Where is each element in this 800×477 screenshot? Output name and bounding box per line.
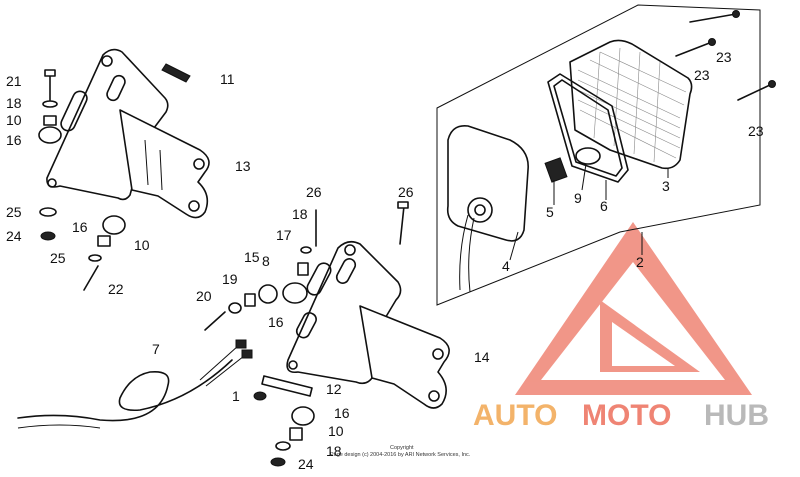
callout-19: 19 <box>222 271 238 287</box>
callout-16: 16 <box>6 132 22 148</box>
callout-16: 16 <box>334 405 350 421</box>
callout-16: 16 <box>268 314 284 330</box>
callout-5: 5 <box>546 204 554 220</box>
copyright-line-1: Copyright <box>390 445 414 451</box>
callout-3: 3 <box>662 178 670 194</box>
callout-16: 16 <box>72 219 88 235</box>
callout-25: 25 <box>50 250 66 266</box>
callout-6: 6 <box>600 198 608 214</box>
callout-18: 18 <box>326 443 342 459</box>
callout-23: 23 <box>694 67 710 83</box>
callout-4: 4 <box>502 258 510 274</box>
callout-26: 26 <box>398 184 414 200</box>
callout-11: 11 <box>220 71 235 87</box>
rear-fender-bracket-13 <box>46 48 210 219</box>
callout-25: 25 <box>6 204 22 220</box>
callout-13: 13 <box>235 158 251 174</box>
callout-24: 24 <box>298 456 314 472</box>
callout-17: 17 <box>276 227 292 243</box>
callout-23: 23 <box>748 123 764 139</box>
wire-harness-7 <box>17 339 253 429</box>
callout-24: 24 <box>6 228 22 244</box>
callout-21: 21 <box>6 73 22 89</box>
callout-20: 20 <box>196 288 212 304</box>
callout-22: 22 <box>108 281 124 297</box>
callout-2: 2 <box>636 254 644 270</box>
callout-18: 18 <box>6 95 22 111</box>
callout-8: 8 <box>262 253 270 269</box>
callout-7: 7 <box>152 341 160 357</box>
brand-word-auto: AUTO <box>473 399 557 432</box>
callout-labels: 21 18 10 16 11 13 25 24 16 10 25 22 26 1… <box>6 49 764 472</box>
automotohub-logo-mark <box>515 222 752 395</box>
callout-18: 18 <box>292 206 308 222</box>
callout-10: 10 <box>134 237 150 253</box>
callout-26: 26 <box>306 184 322 200</box>
brand-word-hub: HUB <box>704 399 769 432</box>
callout-10: 10 <box>328 423 344 439</box>
rear-fender-bracket-14 <box>286 240 450 409</box>
hardware-parts <box>38 63 409 467</box>
copyright-line-2: Page design (c) 2004-2016 by ARI Network… <box>330 452 471 458</box>
callout-9: 9 <box>574 190 582 206</box>
callout-10: 10 <box>6 112 22 128</box>
copyright-notice: Copyright Page design (c) 2004-2016 by A… <box>330 445 471 458</box>
automotohub-watermark-text: AUTO MOTO HUB <box>473 399 769 432</box>
brand-word-moto: MOTO <box>582 399 671 432</box>
callout-14: 14 <box>474 349 490 365</box>
taillight-assembly <box>436 4 776 306</box>
callout-1: 1 <box>232 388 240 404</box>
callout-12: 12 <box>326 381 342 397</box>
callout-23: 23 <box>716 49 732 65</box>
callout-15: 15 <box>244 249 260 265</box>
